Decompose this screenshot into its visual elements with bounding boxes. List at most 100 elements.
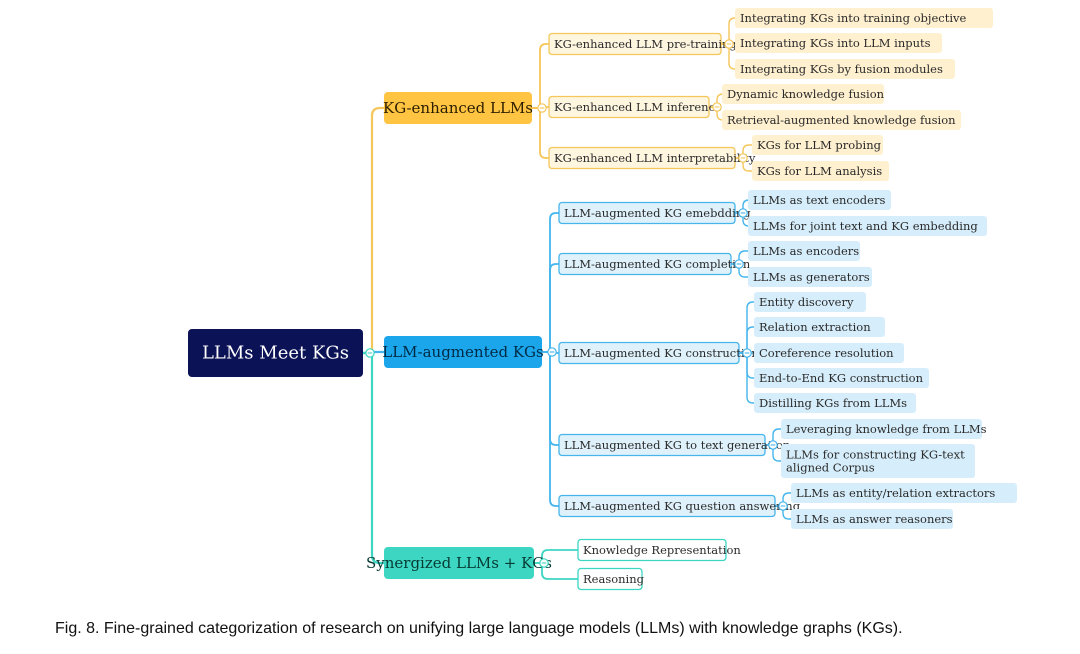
sub-node-llm-augmented-kg-question-answering[interactable] — [558, 494, 776, 518]
root-node[interactable] — [188, 329, 363, 377]
leaf-node[interactable] — [748, 216, 987, 236]
leaf-node[interactable] — [754, 292, 866, 312]
sub-node-label: LLM-augmented KG to text generation — [564, 438, 791, 452]
leaf-node-label: Retrieval-augmented knowledge fusion — [727, 113, 956, 127]
leaf-node-label: Entity discovery — [759, 295, 854, 309]
leaf-node[interactable] — [722, 84, 884, 104]
collapse-toggle-icon[interactable] — [738, 208, 748, 218]
connector — [739, 326, 754, 354]
sub-node-label: LLM-augmented KG emebdding — [564, 206, 751, 220]
figure-caption: Fig. 8. Fine-grained categorization of r… — [55, 620, 903, 637]
leaf-node[interactable] — [754, 368, 929, 388]
collapse-toggle-icon[interactable] — [547, 347, 557, 357]
leaf-node-label: Coreference resolution — [759, 346, 894, 360]
connector — [765, 428, 781, 446]
sub-node-llm-augmented-kg-completion[interactable] — [558, 252, 732, 276]
collapse-toggle-icon[interactable] — [738, 153, 748, 163]
sub-node-llm-augmented-kg-to-text-generation[interactable] — [558, 433, 766, 457]
sub-node-kg-enhanced-llm-pre-training[interactable] — [548, 32, 722, 56]
collapse-toggle-icon[interactable] — [539, 558, 549, 568]
leaf-node-label: LLMs for joint text and KG embedding — [753, 219, 978, 233]
leaf-node-label: Integrating KGs into LLM inputs — [740, 36, 931, 50]
connector — [775, 505, 791, 520]
sub-node-label: KG-enhanced LLM pre-training — [554, 37, 737, 51]
sub-node-llm-augmented-kg-construction[interactable] — [558, 341, 740, 365]
leaf-node-label: LLMs as answer reasoners — [796, 512, 953, 526]
leaf-node[interactable] — [754, 343, 904, 363]
connector — [765, 444, 781, 462]
branch-connector — [363, 106, 384, 355]
leaf-node[interactable] — [791, 509, 953, 529]
leaf-node-label: Relation extraction — [759, 320, 871, 334]
leaf-node[interactable] — [754, 317, 885, 337]
collapse-toggle-icon[interactable] — [742, 348, 752, 358]
leaf-node-label: Integrating KGs into training objective — [740, 11, 966, 25]
branch-node-label: LLM-augmented KGs — [382, 343, 543, 361]
connector — [739, 352, 754, 404]
leaf-node-label: LLMs as encoders — [753, 244, 859, 258]
connector — [542, 212, 559, 353]
connector — [721, 17, 736, 45]
sub-node-label: LLM-augmented KG completion — [564, 257, 751, 271]
leaf-node[interactable] — [752, 161, 889, 181]
leaf-node[interactable] — [781, 444, 975, 478]
collapse-toggle-icon[interactable] — [712, 102, 722, 112]
leaf-node[interactable] — [735, 59, 955, 79]
leaf-node[interactable] — [722, 110, 961, 130]
connector — [731, 250, 748, 265]
sub-node-label: KG-enhanced LLM interpretability — [554, 151, 756, 165]
leaf-node-label: LLMs as generators — [753, 270, 870, 284]
sub-node-knowledge-representation[interactable] — [577, 538, 727, 562]
leaf-node[interactable] — [791, 483, 1017, 503]
sub-node-label: LLM-augmented KG question answering — [564, 499, 801, 513]
connector — [735, 144, 752, 159]
connector — [731, 263, 748, 278]
branch-node-label: Synergized LLMs + KGs — [366, 554, 552, 572]
collapse-toggle-icon[interactable] — [724, 39, 734, 49]
leaf-node[interactable] — [752, 135, 883, 155]
connector — [534, 562, 578, 580]
sub-node-label: Knowledge Representation — [583, 543, 741, 557]
connector — [542, 263, 559, 353]
collapse-toggle-icon[interactable] — [365, 348, 375, 358]
sub-node-label: Reasoning — [583, 572, 645, 586]
leaf-node-label: End-to-End KG construction — [759, 371, 924, 385]
connector — [532, 43, 549, 109]
sub-node-kg-enhanced-llm-interpretability[interactable] — [548, 146, 736, 170]
leaf-node[interactable] — [735, 33, 942, 53]
leaf-node-label: LLMs as text encoders — [753, 193, 885, 207]
leaf-node-label: Integrating KGs by fusion modules — [740, 62, 943, 76]
leaf-node-label: Leveraging knowledge from LLMs — [786, 422, 987, 436]
connector — [532, 107, 549, 159]
branch-connector — [363, 351, 384, 565]
leaf-node[interactable] — [748, 267, 872, 287]
sub-node-reasoning[interactable] — [577, 567, 643, 591]
branch-node-synergized-llms-kgs[interactable] — [384, 547, 534, 579]
branch-node-kg-enhanced-llms[interactable] — [384, 92, 532, 124]
connector — [721, 43, 736, 70]
connector — [735, 157, 752, 172]
connector — [542, 351, 559, 507]
leaf-node[interactable] — [754, 393, 916, 413]
leaf-node[interactable] — [748, 190, 891, 210]
collapse-toggle-icon[interactable] — [734, 259, 744, 269]
sub-node-label: LLM-augmented KG construction — [564, 346, 759, 360]
leaf-node[interactable] — [735, 8, 993, 28]
connector — [739, 301, 754, 354]
leaf-node-label: LLMs as entity/relation extractors — [796, 486, 995, 500]
connector — [534, 549, 578, 564]
leaf-node-label: KGs for LLM analysis — [757, 164, 882, 178]
sub-node-llm-augmented-kg-emebdding[interactable] — [558, 201, 736, 225]
collapse-toggle-icon[interactable] — [778, 501, 788, 511]
sub-node-kg-enhanced-llm-inference[interactable] — [548, 95, 710, 119]
collapse-toggle-icon[interactable] — [537, 103, 547, 113]
leaf-node-label: Distilling KGs from LLMs — [759, 396, 907, 410]
collapse-toggle-icon[interactable] — [768, 440, 778, 450]
leaf-node[interactable] — [781, 419, 982, 439]
branch-node-llm-augmented-kgs[interactable] — [384, 336, 542, 368]
leaf-node[interactable] — [748, 241, 860, 261]
leaf-node-label: KGs for LLM probing — [757, 138, 882, 152]
